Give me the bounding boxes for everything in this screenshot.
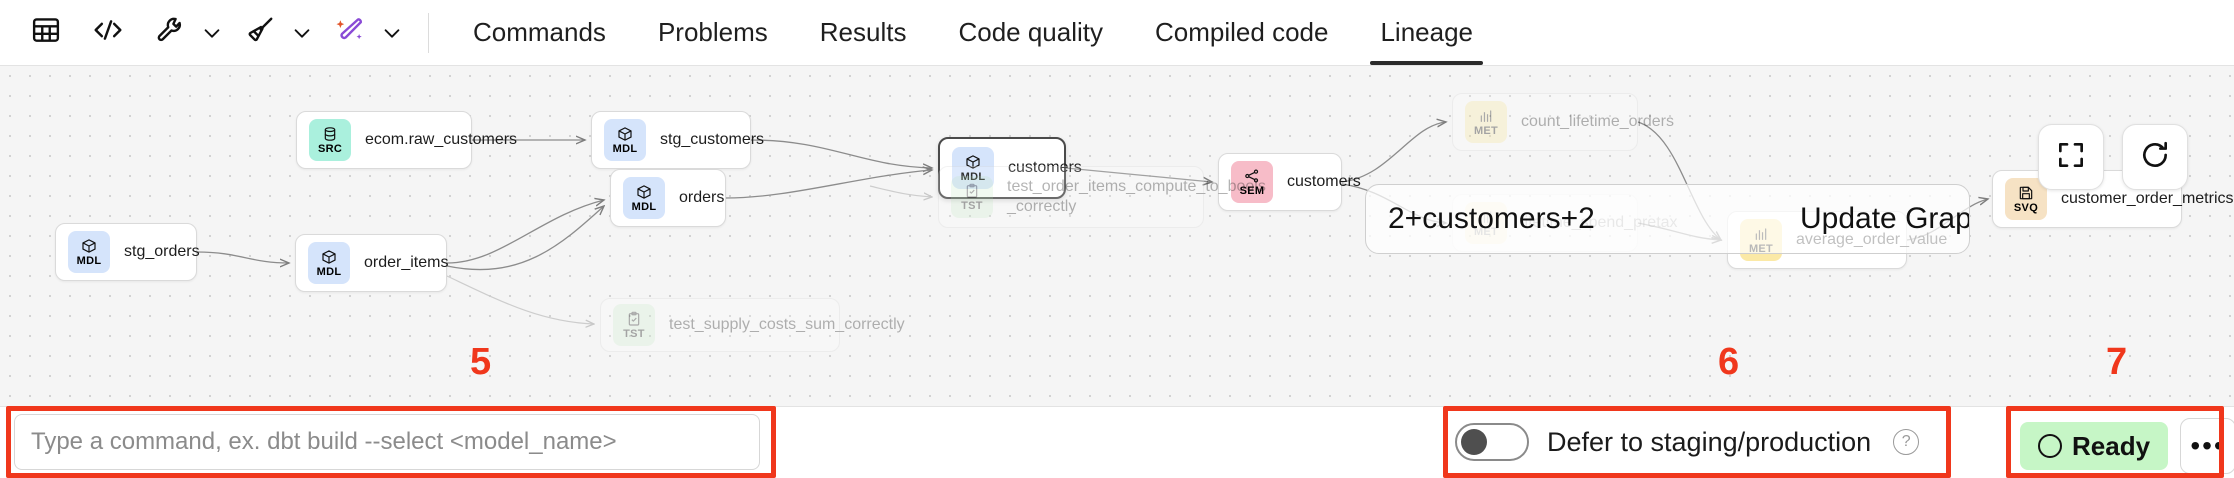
- badge-text: MDL: [612, 142, 638, 155]
- table-icon: [31, 15, 61, 50]
- lineage-canvas[interactable]: SRC ecom.raw_customers MDL stg_customers…: [0, 66, 2234, 406]
- toolbar-icon-group: [0, 0, 447, 65]
- tab-problems[interactable]: Problems: [632, 0, 794, 65]
- table-icon-button[interactable]: [18, 8, 74, 58]
- fullscreen-icon: [2055, 139, 2087, 176]
- status-badge[interactable]: Ready: [2020, 422, 2169, 470]
- panel-tabs: Commands Problems Results Code quality C…: [447, 0, 1499, 65]
- top-toolbar: Commands Problems Results Code quality C…: [0, 0, 2234, 66]
- tab-label: Problems: [657, 17, 768, 47]
- code-icon: [92, 15, 124, 50]
- node-label: count_lifetime_orders: [1521, 113, 1674, 130]
- node-type-badge-mdl: MDL: [308, 242, 350, 284]
- node-type-badge-mdl: MDL: [623, 177, 665, 219]
- badge-text: MDL: [316, 265, 342, 278]
- badge-text: TST: [961, 199, 983, 212]
- question-mark-icon[interactable]: ?: [1893, 429, 1920, 455]
- lineage-node-orders[interactable]: MDL orders: [610, 169, 726, 227]
- node-type-badge-mdl: MDL: [952, 147, 994, 189]
- refresh-icon: [2139, 139, 2171, 176]
- tab-compiled-code[interactable]: Compiled code: [1129, 0, 1354, 65]
- badge-text: SVQ: [2013, 201, 2039, 214]
- defer-control: Defer to staging/production ?: [1455, 414, 1920, 470]
- lineage-node-customers-semantic[interactable]: SEM customers: [1218, 153, 1361, 211]
- broom-icon: [245, 15, 275, 50]
- badge-text: MET: [1473, 124, 1499, 137]
- status-circle-icon: [2038, 434, 2062, 458]
- refresh-graph-button[interactable]: [2122, 124, 2188, 190]
- magic-wand-icon: [335, 15, 365, 50]
- tab-code-quality[interactable]: Code quality: [932, 0, 1129, 65]
- code-icon-button[interactable]: [80, 8, 136, 58]
- chevron-down-icon[interactable]: [378, 8, 406, 58]
- badge-text: MDL: [631, 200, 657, 213]
- wrench-icon: [155, 15, 185, 50]
- lineage-selector-input[interactable]: [1366, 185, 1774, 253]
- magic-wand-icon-button[interactable]: [322, 8, 378, 58]
- node-type-badge-mdl: MDL: [604, 119, 646, 161]
- lineage-node-count-lifetime-orders[interactable]: MET count_lifetime_orders: [1452, 93, 1674, 151]
- tab-commands[interactable]: Commands: [447, 0, 632, 65]
- node-type-badge-svq: SVQ: [2005, 178, 2047, 220]
- update-graph-button[interactable]: Update Graph: [1800, 202, 1970, 235]
- fit-view-button[interactable]: [2038, 124, 2104, 190]
- lineage-selector-bar: Update Graph: [1365, 184, 1970, 254]
- node-type-badge-tst: TST: [613, 304, 655, 346]
- chevron-down-icon[interactable]: [288, 8, 316, 58]
- lineage-node-stg-customers[interactable]: MDL stg_customers: [591, 111, 764, 169]
- badge-text: MDL: [961, 171, 986, 183]
- node-type-badge-met: MET: [1465, 101, 1507, 143]
- defer-label: Defer to staging/production: [1547, 426, 1872, 457]
- node-type-badge-sem: SEM: [1231, 161, 1273, 203]
- ai-dropdown[interactable]: [322, 8, 406, 58]
- node-label: customer_order_metrics: [2061, 190, 2234, 207]
- node-type-badge-src: SRC: [309, 119, 351, 161]
- tab-results[interactable]: Results: [794, 0, 933, 65]
- chevron-down-icon[interactable]: [198, 8, 226, 58]
- node-label: order_items: [364, 254, 449, 271]
- status-area: Ready •••: [2020, 418, 2234, 474]
- tab-label: Results: [819, 17, 907, 47]
- node-label: test_order_items_compute_to_bools _corre…: [1007, 178, 1266, 215]
- more-options-button[interactable]: •••: [2180, 418, 2234, 474]
- tools-dropdown[interactable]: [142, 8, 226, 58]
- node-type-badge-tst: TST: [951, 176, 993, 218]
- status-label: Ready: [2072, 430, 2151, 461]
- lineage-node-order-items[interactable]: MDL order_items: [295, 234, 449, 292]
- node-label: ecom.raw_customers: [365, 131, 518, 148]
- defer-toggle[interactable]: [1455, 423, 1529, 461]
- lineage-node-stg-orders[interactable]: MDL stg_orders: [55, 223, 200, 281]
- format-dropdown[interactable]: [232, 8, 316, 58]
- badge-text: SEM: [1239, 184, 1265, 197]
- tab-lineage[interactable]: Lineage: [1354, 0, 1499, 65]
- command-input[interactable]: [14, 414, 760, 470]
- lineage-node-test-supply-costs[interactable]: TST test_supply_costs_sum_correctly: [600, 298, 905, 352]
- lineage-node-customers-model[interactable]: MDL customers: [938, 137, 1082, 199]
- toggle-knob: [1461, 429, 1487, 455]
- lineage-node-test-order-items[interactable]: TST test_order_items_compute_to_bools _c…: [938, 166, 1266, 228]
- broom-icon-button[interactable]: [232, 8, 288, 58]
- badge-text: TST: [623, 327, 645, 340]
- node-type-badge-mdl: MDL: [68, 231, 110, 273]
- tab-label: Lineage: [1380, 17, 1473, 47]
- lineage-node-ecom-raw-customers[interactable]: SRC ecom.raw_customers: [296, 111, 517, 169]
- toolbar-divider: [428, 12, 429, 53]
- node-label: stg_customers: [660, 131, 765, 148]
- tab-label: Compiled code: [1155, 17, 1329, 47]
- badge-text: MDL: [76, 254, 102, 267]
- node-label: customers: [1287, 173, 1361, 190]
- tab-label: Commands: [473, 17, 606, 47]
- node-label: customers: [1008, 159, 1082, 176]
- wrench-icon-button[interactable]: [142, 8, 198, 58]
- badge-text: SRC: [317, 142, 343, 155]
- node-label: orders: [679, 189, 725, 206]
- tab-label: Code quality: [958, 17, 1104, 47]
- node-label: test_supply_costs_sum_correctly: [669, 316, 905, 333]
- node-label: stg_orders: [124, 243, 200, 260]
